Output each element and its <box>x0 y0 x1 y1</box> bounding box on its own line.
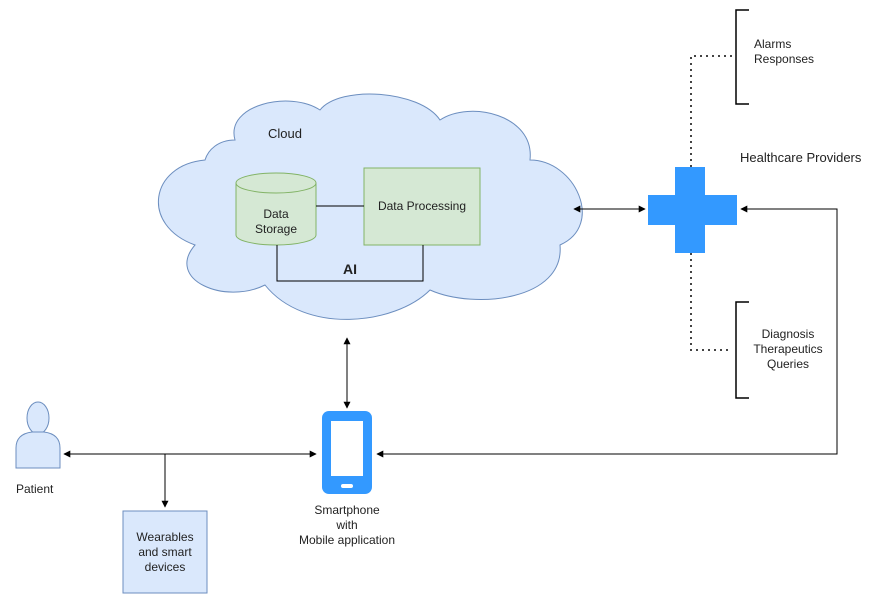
alarms-responses-label: Alarms Responses <box>754 37 815 66</box>
data-storage-label: Data Storage <box>254 207 298 236</box>
data-processing-label: Data Processing <box>377 199 467 213</box>
wearables-box <box>122 510 208 594</box>
patient-label: Patient <box>16 482 54 496</box>
data-storage-cylinder <box>235 172 317 246</box>
diagnosis-label: Diagnosis Therapeutics Queries <box>753 327 823 371</box>
cloud-title: Cloud <box>268 126 302 141</box>
smartphone-label: Smartphone with Mobile application <box>298 503 396 547</box>
healthcare-smartphone-arrow <box>376 205 838 458</box>
diagnosis-dotted-connector <box>690 253 732 351</box>
ai-label: AI <box>343 261 357 277</box>
wearables-label: Wearables and smart devices <box>136 530 194 574</box>
person-icon <box>15 401 61 469</box>
alarms-bracket <box>735 9 749 105</box>
medical-cross-icon <box>648 167 737 253</box>
smartphone-icon <box>322 411 372 494</box>
alarms-dotted-connector <box>690 55 732 167</box>
healthcare-providers-label: Healthcare Providers <box>740 150 862 165</box>
